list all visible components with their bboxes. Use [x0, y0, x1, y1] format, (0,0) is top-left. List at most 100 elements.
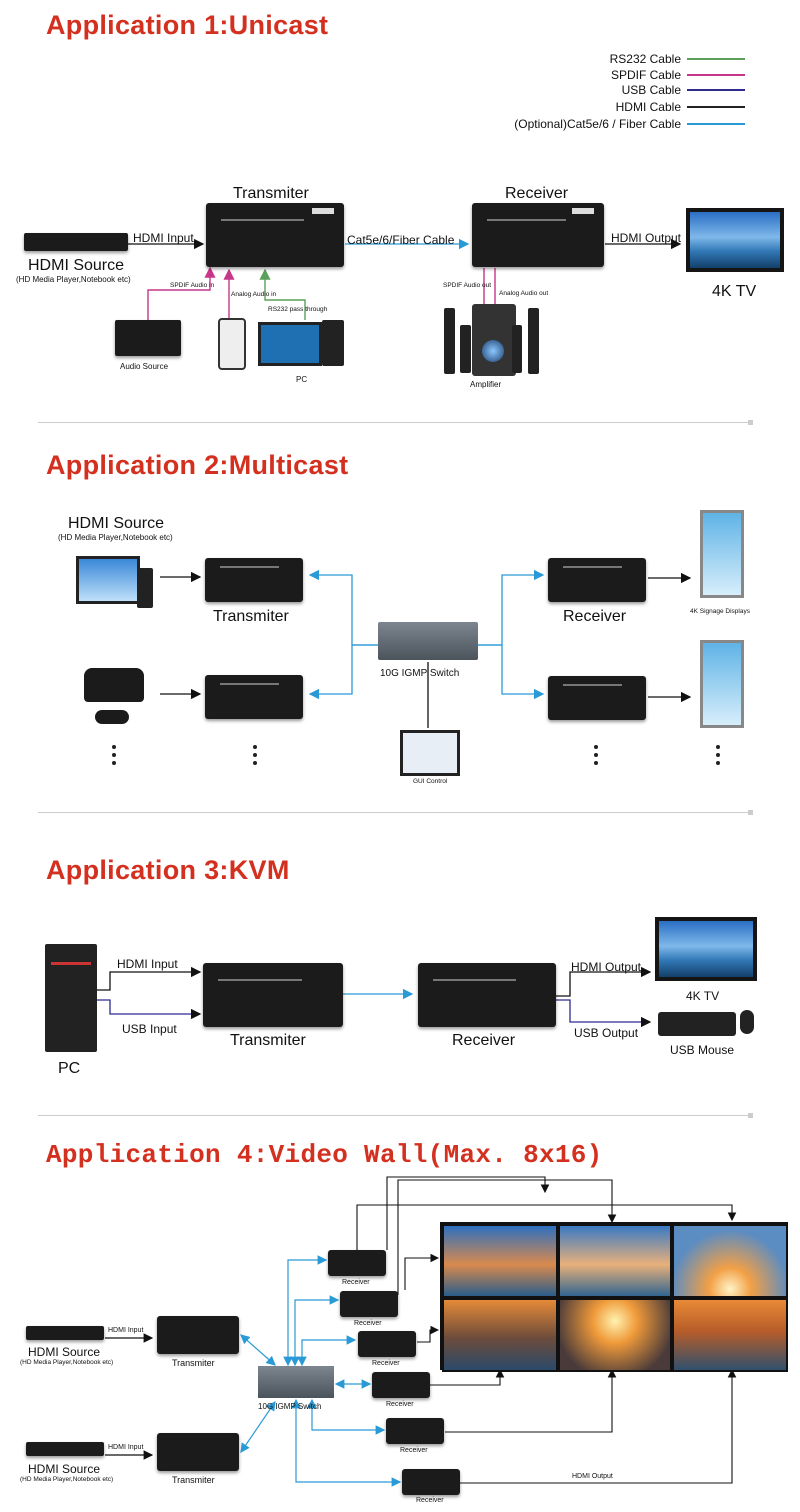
app1-amplifier-label: Amplifier — [470, 380, 502, 389]
app4-hdmi-source-label-2: HDMI Source — [28, 1462, 101, 1476]
legend-cat: (Optional)Cat5e/6 / Fiber Cable — [514, 117, 745, 131]
app1-transmitter-box — [206, 203, 344, 267]
app1-audio-source-device — [115, 320, 181, 356]
app4-receiver-label-4: Receiver — [386, 1401, 414, 1408]
app1-pc-label: PC — [296, 375, 308, 384]
app4-transmitter-label-2: Transmiter — [172, 1475, 215, 1485]
app4-transmitter-box-1 — [157, 1316, 239, 1354]
app4-hdmi-input-label-1: HDMI Input — [108, 1327, 144, 1334]
app4-switch-device — [258, 1366, 334, 1398]
divider-2 — [38, 810, 753, 815]
app1-tv-label: 4K TV — [712, 283, 757, 300]
app3-hdmi-output-label: HDMI Output — [571, 960, 642, 974]
app3-usb-input-label: USB Input — [122, 1022, 177, 1036]
app3-tv-device — [655, 917, 757, 981]
app4-receiver-box-5 — [386, 1418, 444, 1444]
app1-hdmi-input-label: HDMI Input — [133, 231, 194, 245]
app2-receiver-box-1 — [548, 558, 646, 602]
app1-analog-in-label: Analog Audio in — [231, 291, 277, 298]
app2-title: Application 2:Multicast — [46, 450, 349, 480]
app2-switch-label: 10G IGMP Switch — [380, 668, 460, 679]
app3-title: Application 3:KVM — [46, 855, 290, 885]
app2-transmitter-label: Transmiter — [213, 608, 289, 625]
app4-receiver-label-1: Receiver — [342, 1279, 370, 1286]
legend-rs232: RS232 Cable — [610, 52, 745, 66]
app2-transmitter-box-1 — [205, 558, 303, 602]
app2-monitor-icon — [76, 556, 140, 604]
legend-usb: USB Cable — [622, 83, 745, 97]
app1-title: Application 1:Unicast — [46, 10, 329, 40]
signage-display-1 — [700, 510, 744, 598]
signage-display-2 — [700, 640, 744, 728]
app4-transmitter-box-2 — [157, 1433, 239, 1471]
amplifier-icon — [472, 304, 516, 376]
mouse-icon — [740, 1010, 754, 1034]
app4-hdmi-source-sub-1: (HD Media Player,Notebook etc) — [20, 1359, 114, 1366]
speaker-left2-icon — [460, 325, 471, 373]
keyboard-icon — [658, 1012, 736, 1036]
app1-receiver-box — [472, 203, 604, 267]
app1-hdmi-source-device — [24, 233, 128, 251]
game-console-icon — [84, 668, 144, 702]
phone-icon — [218, 318, 246, 370]
app2-transmitter-box-2 — [205, 675, 303, 719]
app1-hdmi-source-label: HDMI Source — [28, 257, 125, 274]
controller-icon — [95, 710, 129, 724]
app1-cable-label: Cat5e/6/Fiber Cable — [347, 233, 455, 247]
speaker-right-icon — [512, 325, 522, 373]
app4-hdmi-source-device-1 — [26, 1326, 104, 1340]
divider-1 — [38, 420, 753, 425]
app4-hdmi-source-sub-2: (HD Media Player,Notebook etc) — [20, 1476, 114, 1483]
app2-pc-tower-icon — [137, 568, 153, 608]
app3-transmitter-label: Transmiter — [230, 1032, 306, 1049]
app4-hdmi-source-device-2 — [26, 1442, 104, 1456]
app2-receiver-box-2 — [548, 676, 646, 720]
app4-receiver-label-2: Receiver — [354, 1320, 382, 1327]
app1-rs232-label: RS232 pass through — [268, 306, 328, 313]
laptop-icon — [400, 730, 460, 776]
app4-hdmi-input-label-2: HDMI Input — [108, 1444, 144, 1451]
app3-tv-label: 4K TV — [686, 989, 720, 1003]
app4-switch-label: 10G IGMP Switch — [258, 1402, 322, 1411]
speaker-right2-icon — [528, 308, 539, 374]
app1-transmitter-label: Transmiter — [233, 185, 309, 202]
app4-receiver-box-6 — [402, 1469, 460, 1495]
app4-receiver-box-3 — [358, 1331, 416, 1357]
pc-tower-icon — [322, 320, 344, 366]
app2-hdmi-source-sub: (HD Media Player,Notebook etc) — [58, 533, 173, 542]
divider-3 — [38, 1113, 753, 1118]
video-wall — [440, 1222, 788, 1372]
app4-receiver-box-2 — [340, 1291, 398, 1317]
app1-hdmi-source-sub: (HD Media Player,Notebook etc) — [16, 275, 131, 284]
app4-title: Application 4:Video Wall(Max. 8x16) — [46, 1140, 603, 1170]
app1-spdif-out-label: SPDIF Audio out — [443, 282, 492, 289]
app1-analog-out-label: Analog Audio out — [499, 290, 549, 297]
app4-receiver-box-1 — [328, 1250, 386, 1276]
app4-hdmi-output-label: HDMI Output — [572, 1473, 613, 1480]
app4-receiver-box-4 — [372, 1372, 430, 1398]
app3-transmitter-box — [203, 963, 343, 1027]
app3-usb-output-label: USB Output — [574, 1026, 639, 1040]
app2-switch-device — [378, 622, 478, 660]
app1-hdmi-output-label: HDMI Output — [611, 231, 682, 245]
legend-spdif: SPDIF Cable — [611, 68, 745, 82]
app4-receiver-label-5: Receiver — [400, 1447, 428, 1454]
app1-receiver-label: Receiver — [505, 185, 569, 202]
app3-receiver-box — [418, 963, 556, 1027]
app1-spdif-in-label: SPDIF Audio in — [170, 282, 215, 289]
app2-hdmi-source-label: HDMI Source — [68, 515, 165, 532]
app2-signage-label: 4K Signage Displays — [690, 608, 750, 615]
app4-transmitter-label-1: Transmiter — [172, 1358, 215, 1368]
app4-receiver-label-6: Receiver — [416, 1497, 444, 1504]
app3-hdmi-input-label: HDMI Input — [117, 957, 178, 971]
app3-pc-tower — [45, 944, 97, 1052]
app4-receiver-label-3: Receiver — [372, 1360, 400, 1367]
app3-pc-label: PC — [58, 1060, 81, 1077]
app1-tv-device — [686, 208, 784, 272]
speaker-left-icon — [444, 308, 455, 374]
legend-hdmi: HDMI Cable — [616, 100, 745, 114]
monitor-icon — [258, 322, 322, 366]
app2-gui-label: GUI Control — [413, 778, 448, 785]
app3-receiver-label: Receiver — [452, 1032, 516, 1049]
